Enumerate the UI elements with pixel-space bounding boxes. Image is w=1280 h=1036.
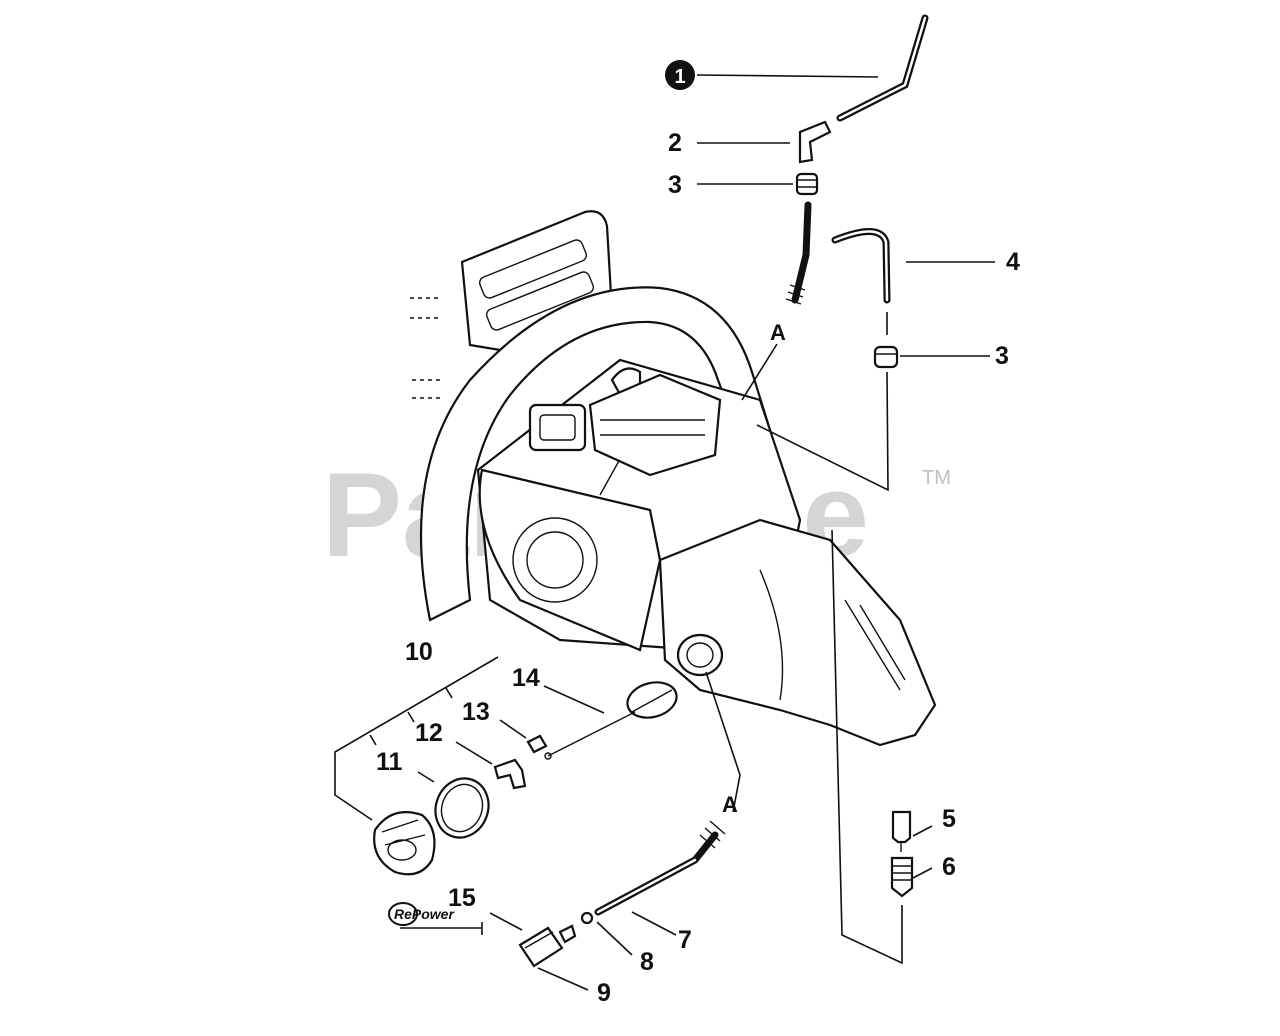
- part-3-grommet-lower: [873, 345, 899, 369]
- callout-10: 10: [405, 638, 433, 666]
- part-13-screw: [526, 734, 548, 754]
- callout-2: 2: [668, 129, 682, 157]
- connection-marker-a-top: A: [770, 320, 786, 345]
- part-8-o-ring: [580, 911, 594, 925]
- callout-5: 5: [942, 805, 956, 833]
- hose-to-a-top: [785, 201, 812, 305]
- callout-14: 14: [512, 664, 540, 692]
- callout-3-lower: 3: [995, 342, 1009, 370]
- part-9-fuel-filter: [518, 924, 577, 968]
- part-11-gasket: [434, 777, 490, 839]
- part-3-grommet-upper: [795, 172, 819, 196]
- part-1-hose: [836, 14, 929, 122]
- part-5-fitting: [891, 810, 912, 852]
- part-14-oil-pickup: [544, 681, 678, 760]
- connection-marker-a-bottom: A: [722, 792, 738, 817]
- callout-labels: 2 3 4 3 5 6 7 8 9 10 11 12 13 14 15: [376, 129, 1020, 1007]
- watermark-tm: TM: [922, 467, 951, 489]
- callout-4: 4: [1006, 248, 1020, 276]
- callout-8: 8: [640, 948, 654, 976]
- callout-7: 7: [678, 926, 692, 954]
- repower-logo: RePower: [388, 902, 483, 935]
- callout-15: 15: [448, 884, 476, 912]
- part-7-fuel-hose: [594, 820, 726, 916]
- callout-6: 6: [942, 853, 956, 881]
- callout-3-upper: 3: [668, 171, 682, 199]
- part-12-clip: [493, 758, 527, 790]
- callout-13: 13: [462, 698, 490, 726]
- part-4-vent-hose: [831, 228, 891, 304]
- callout-1-badge-icon: 1: [665, 60, 695, 90]
- callout-9: 9: [597, 979, 611, 1007]
- repower-logo-text: RePower: [394, 906, 455, 922]
- callout-1: 1: [674, 66, 685, 88]
- part-6-check-valve: [890, 856, 914, 898]
- part-2-elbow-fitting: [798, 120, 832, 164]
- chainsaw-body: [410, 210, 937, 747]
- callout-11: 11: [376, 748, 403, 776]
- leader-lines: [417, 74, 995, 991]
- callout-12: 12: [415, 719, 443, 747]
- part-10-cap: [373, 811, 436, 876]
